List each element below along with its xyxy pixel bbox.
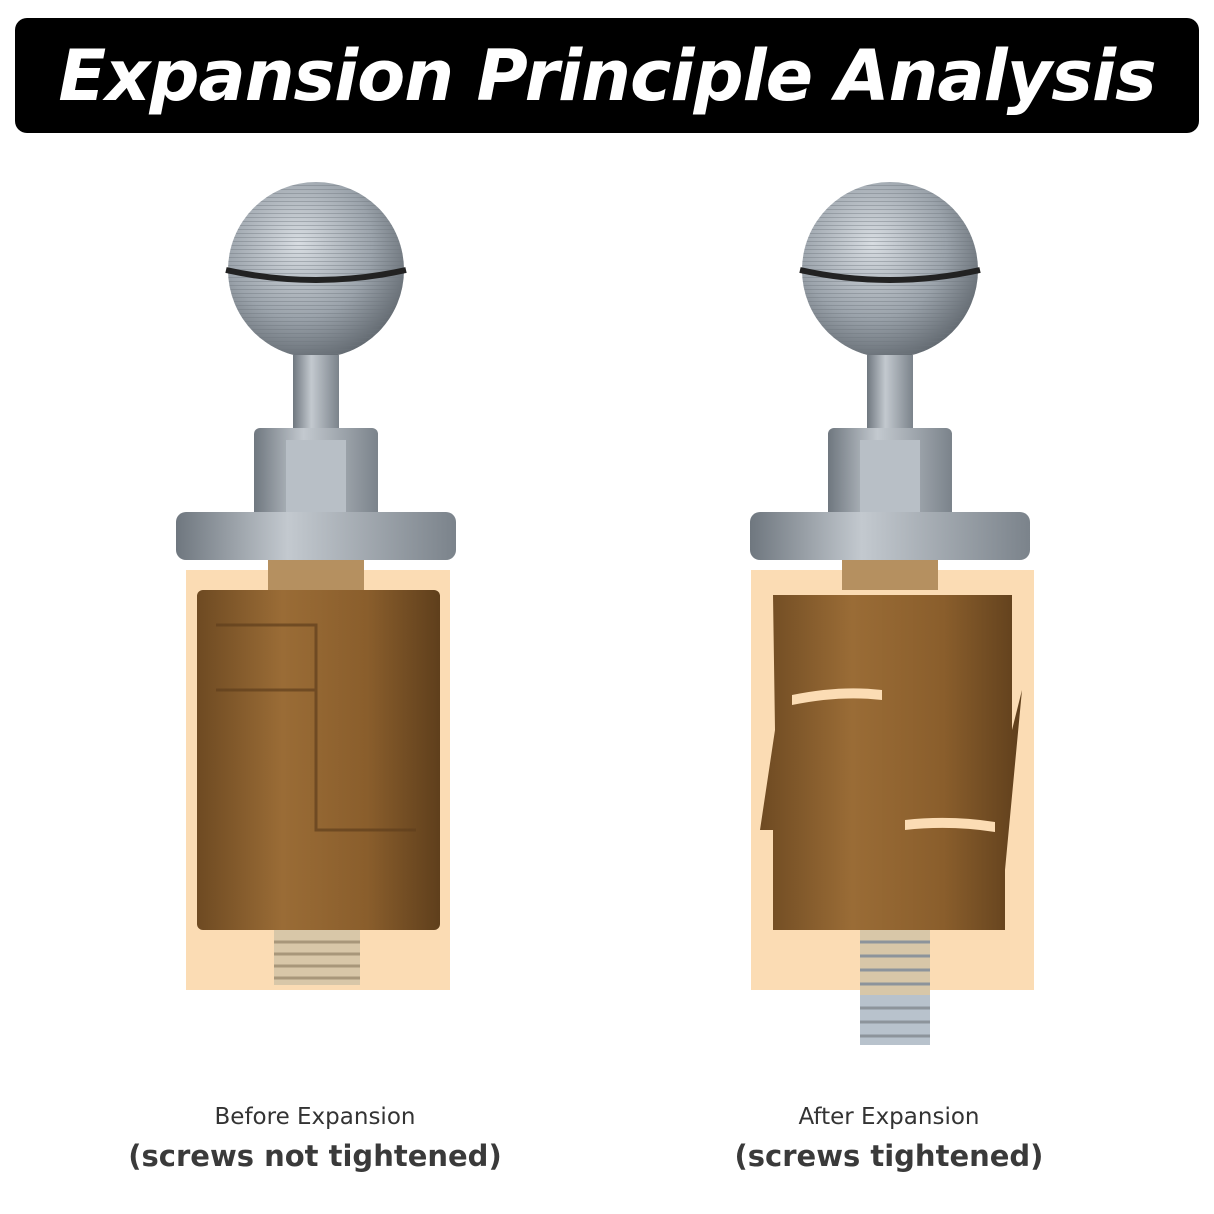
expansion-sleeve xyxy=(197,590,440,930)
caption-after: After Expansion (screws tightened) xyxy=(639,1100,1139,1178)
page-title: Expansion Principle Analysis xyxy=(58,34,1156,117)
caption-after-title: After Expansion xyxy=(798,1104,980,1130)
mount-after-expansion xyxy=(740,170,1040,1070)
title-banner: Expansion Principle Analysis xyxy=(15,18,1199,133)
caption-after-note: (screws tightened) xyxy=(734,1139,1044,1173)
screw xyxy=(274,930,360,985)
mount-before-expansion xyxy=(166,170,466,1070)
caption-before-note: (screws not tightened) xyxy=(128,1139,502,1173)
expansion-sleeve xyxy=(760,595,1022,930)
caption-before-title: Before Expansion xyxy=(214,1104,416,1130)
caption-before: Before Expansion (screws not tightened) xyxy=(65,1100,565,1178)
